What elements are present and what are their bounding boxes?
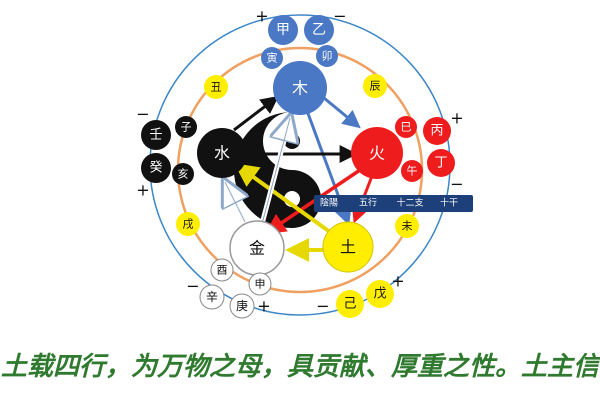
sign-plus: +	[257, 297, 270, 316]
element-label: 水	[214, 144, 230, 163]
svg-text:壬: 壬	[149, 128, 162, 143]
element-label: 土	[340, 238, 356, 257]
branch-zi: 子	[175, 116, 197, 138]
sign-plus: +	[391, 272, 404, 291]
stem-ren: 壬	[141, 120, 171, 150]
sign-plus: +	[450, 109, 463, 128]
sign-minus: −	[136, 105, 149, 124]
legend-twelve-branches: 十二支	[396, 197, 423, 209]
stem-gui: 癸	[141, 153, 171, 183]
stem-ding: 丁	[427, 149, 455, 177]
stem-wu: 戊	[366, 280, 394, 308]
element-water: 水	[197, 128, 247, 178]
branch-si: 巳	[395, 116, 417, 138]
polarity-signs: + − + − − + − + − +	[136, 7, 463, 316]
sign-plus: +	[255, 7, 268, 26]
sign-minus: −	[316, 297, 329, 316]
svg-text:戊: 戊	[373, 287, 386, 302]
sign-plus: +	[136, 181, 149, 200]
branch-xu: 戌	[176, 212, 200, 236]
svg-text:酉: 酉	[217, 264, 228, 277]
branch-wei: 未	[395, 214, 419, 238]
svg-text:卯: 卯	[322, 50, 333, 63]
branch-chou: 丑	[204, 75, 228, 99]
svg-text:乙: 乙	[312, 22, 326, 38]
element-wood: 木	[273, 61, 327, 115]
legend-yinyang: 陰陽	[320, 197, 338, 209]
svg-text:辛: 辛	[206, 290, 218, 304]
branch-yin: 寅	[261, 47, 283, 69]
element-label: 火	[369, 144, 385, 163]
legend-bar: 陰陽 五行 十二支 十干	[314, 195, 473, 212]
stem-bing: 丙	[423, 117, 451, 145]
svg-text:申: 申	[255, 278, 266, 291]
sign-minus: −	[450, 175, 463, 194]
legend-ten-stems: 十干	[440, 197, 458, 209]
svg-text:丑: 丑	[211, 81, 222, 94]
svg-text:午: 午	[407, 165, 418, 178]
element-fire: 火	[351, 127, 403, 179]
element-label: 金	[249, 239, 265, 258]
svg-text:巳: 巳	[401, 121, 412, 134]
svg-text:寅: 寅	[267, 51, 278, 65]
stem-geng: 庚	[229, 293, 255, 319]
arrow-earth-to-water	[234, 163, 332, 234]
stem-yi: 乙	[304, 15, 334, 45]
branch-hai: 亥	[172, 163, 194, 185]
branch-mao: 卯	[316, 45, 338, 67]
branch-chen: 辰	[363, 74, 387, 98]
stem-jia: 甲	[268, 15, 298, 45]
svg-text:丁: 丁	[434, 156, 447, 171]
svg-text:甲: 甲	[276, 22, 290, 38]
caption-text: 土载四行，为万物之母，具贡献、厚重之性。土主信	[0, 352, 599, 382]
sign-minus: −	[333, 7, 346, 26]
legend-five-elements: 五行	[359, 197, 377, 209]
stem-ji: 己	[336, 290, 364, 318]
svg-text:戌: 戌	[183, 218, 194, 231]
arrow-wood-to-fire	[323, 96, 361, 129]
stem-xin: 辛	[199, 284, 225, 310]
svg-text:庚: 庚	[236, 298, 248, 313]
svg-text:子: 子	[181, 121, 192, 134]
svg-text:亥: 亥	[178, 167, 189, 181]
element-earth: 土	[322, 221, 374, 273]
branch-wu: 午	[401, 160, 423, 182]
svg-text:丙: 丙	[430, 124, 443, 139]
svg-text:己: 己	[343, 297, 356, 312]
branch-shen: 申	[248, 272, 272, 296]
element-label: 木	[292, 79, 308, 98]
sign-minus: −	[186, 277, 199, 296]
element-metal: 金	[229, 220, 285, 276]
arrow-water-to-wood	[233, 95, 279, 132]
svg-text:未: 未	[402, 220, 413, 233]
branch-you: 酉	[210, 258, 234, 282]
svg-text:辰: 辰	[370, 80, 381, 93]
svg-text:癸: 癸	[149, 161, 162, 176]
